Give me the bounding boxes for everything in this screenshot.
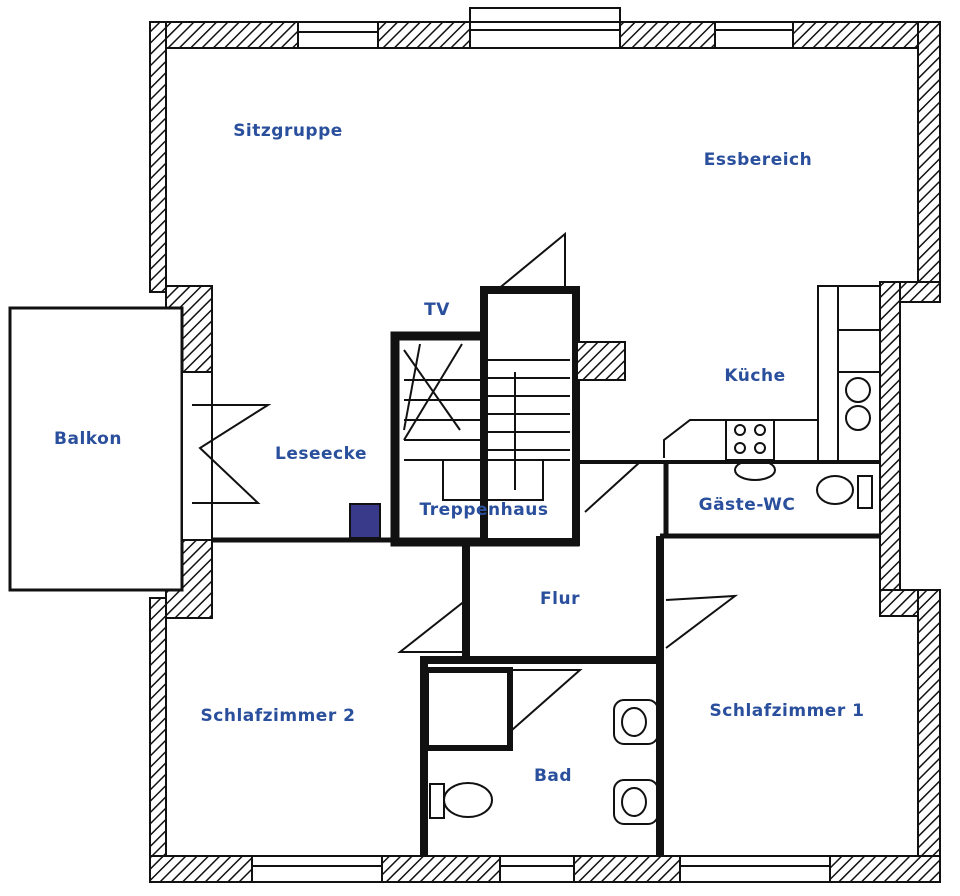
outer-walls xyxy=(149,7,941,883)
room-label-kueche: Küche xyxy=(724,366,786,386)
interior-walls xyxy=(212,231,881,856)
room-label-tv: TV xyxy=(424,300,450,320)
room-label-schlafzimmer-1: Schlafzimmer 1 xyxy=(709,701,865,721)
balcony xyxy=(8,306,272,592)
room-label-essbereich: Essbereich xyxy=(703,150,813,170)
room-label-schlafzimmer-2: Schlafzimmer 2 xyxy=(200,706,356,726)
room-label-flur: Flur xyxy=(540,589,580,609)
room-label-gaeste-wc: Gäste-WC xyxy=(698,495,796,515)
room-label-leseecke: Leseecke xyxy=(275,444,367,464)
room-label-balkon: Balkon xyxy=(54,429,122,449)
room-label-bad: Bad xyxy=(533,766,573,786)
room-label-sitzgruppe: Sitzgruppe xyxy=(233,121,343,141)
room-label-treppenhaus: Treppenhaus xyxy=(419,500,549,520)
